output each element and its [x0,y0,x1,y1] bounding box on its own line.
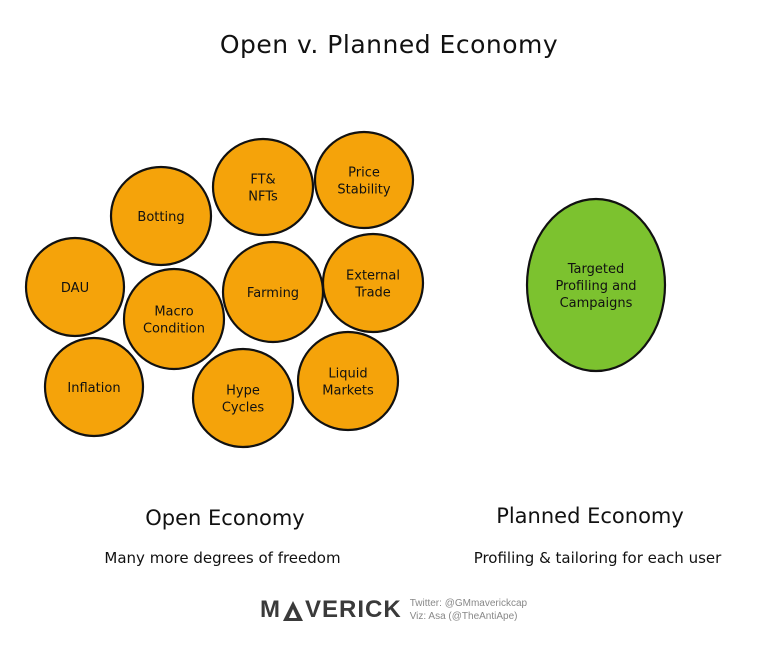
open-economy-bubble: DAU [24,236,126,338]
open-economy-bubble-shape [296,330,400,432]
open-economy-bubble: FT&NFTs [211,137,315,237]
open-economy-bubble: Farming [221,240,325,344]
maverick-logo: M VERICK [260,596,402,624]
open-economy-bubble-label: Liquid [328,367,367,382]
open-economy-bubble-shape [211,137,315,237]
open-economy-bubble-label: Condition [143,322,205,337]
brand-right: VERICK [305,596,402,623]
brand-left: M [260,596,281,623]
open-economy-subtitle: Many more degrees of freedom [104,549,341,567]
open-economy-bubble-label: Price [348,166,380,181]
open-economy-heading: Open Economy [145,506,305,530]
credits: Twitter: @GMmaverickcap Viz: Asa (@TheAn… [410,597,527,623]
open-economy-bubble-label: Farming [247,286,299,301]
open-economy-bubble-label: Cycles [222,401,265,416]
page-title: Open v. Planned Economy [219,30,559,59]
planned-economy-bubble-label: Targeted [567,262,624,277]
planned-economy-bubble-label: Profiling and [555,279,636,294]
open-economy-bubble-shape [109,165,213,267]
planned-economy-heading: Planned Economy [496,504,684,528]
open-economy-bubble-label: NFTs [248,190,278,205]
open-economy-bubble-label: FT& [250,173,275,188]
planned-economy-bubble-shape [525,197,667,373]
viz-credit: Viz: Asa (@TheAntiApe) [409,611,518,622]
open-economy-bubble-label: Markets [322,384,374,399]
open-economy-bubble-label: Macro [154,305,193,320]
open-economy-bubble-label: Trade [354,286,391,301]
open-economy-bubble-shape [321,232,425,334]
open-economy-bubble-label: Hype [226,384,260,399]
open-economy-bubble-shape [43,336,145,438]
open-economy-bubble-label: External [346,269,400,284]
planned-economy-bubble-label: Campaigns [560,296,633,311]
open-economy-bubble-label: Botting [137,210,184,225]
open-economy-bubble: Inflation [43,336,145,438]
footer: M VERICK Twitter: @GMmaverickcap Viz: As… [260,596,527,624]
open-economy-bubble-shape [191,347,295,449]
open-economy-bubble-label: Stability [337,183,391,198]
open-economy-bubble-label: Inflation [67,381,120,396]
open-economy-bubble: Botting [109,165,213,267]
open-economy-bubble-shape [24,236,126,338]
open-economy-bubble-shape [313,130,415,230]
open-economy-bubble-label: DAU [61,281,89,296]
open-economy-bubble-shape [122,267,226,371]
twitter-credit: Twitter: @GMmaverickcap [409,598,528,609]
planned-economy-subtitle: Profiling & tailoring for each user [473,549,722,567]
logo-triangle-icon [283,601,303,621]
